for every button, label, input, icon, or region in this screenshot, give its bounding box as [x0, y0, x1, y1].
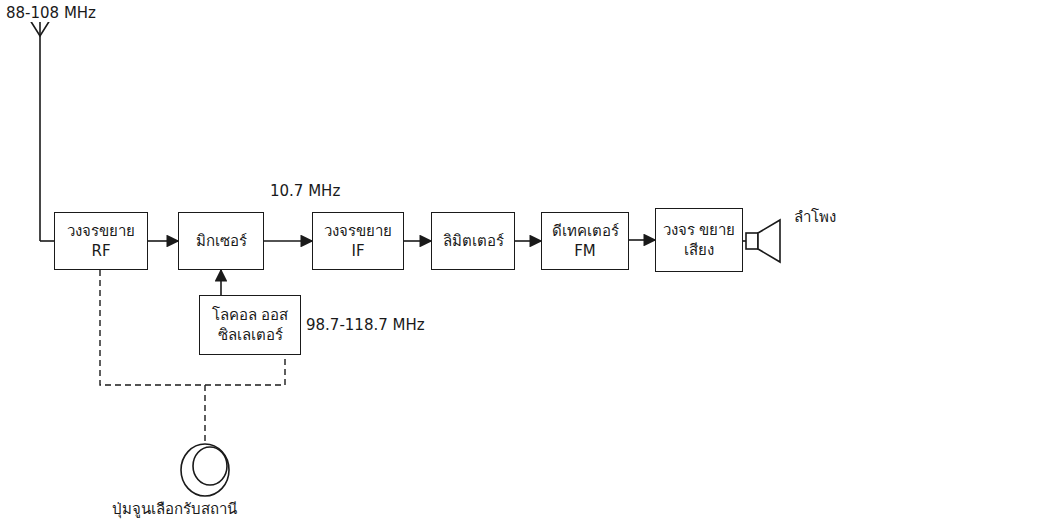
frequency-label: 98.7-118.7 MHz	[304, 316, 427, 334]
knob-label: ปุ่มจูนเลือกรับสถานี	[110, 500, 239, 518]
tuning-knob	[181, 444, 229, 496]
process-box: มิกเซอร์	[178, 212, 264, 270]
process-box: วงจร ขยายเสียง	[655, 208, 743, 272]
box-label: วงจรขยาย IF	[319, 221, 397, 262]
process-box: ลิมิตเตอร์	[431, 212, 515, 270]
signal-arrow	[404, 240, 431, 242]
process-box: ดีเทคเตอร์ FM	[541, 212, 629, 270]
signal-arrow	[148, 240, 178, 242]
speaker-label: ลำโพง	[792, 208, 838, 226]
process-box: โลคอล ออสซิลเลเตอร์	[199, 295, 301, 355]
signal-arrow	[264, 240, 312, 242]
box-label: วงจร ขยายเสียง	[662, 220, 736, 261]
box-label: โลคอล ออสซิลเลเตอร์	[206, 305, 294, 346]
speaker-symbol	[742, 220, 780, 262]
process-box: วงจรขยาย IF	[312, 212, 404, 270]
box-label: มิกเซอร์	[196, 231, 247, 251]
box-label: วงจรขยาย RF	[61, 221, 141, 262]
antenna-symbol	[30, 20, 55, 241]
signal-arrow	[629, 239, 655, 241]
box-label: ลิมิตเตอร์	[443, 231, 504, 251]
process-box: วงจรขยาย RF	[54, 212, 148, 270]
box-label: ดีเทคเตอร์ FM	[548, 221, 622, 262]
signal-arrow	[220, 270, 222, 295]
frequency-label: 10.7 MHz	[268, 182, 342, 200]
frequency-label: 88-108 MHz	[4, 4, 98, 22]
signal-arrow	[515, 240, 541, 242]
